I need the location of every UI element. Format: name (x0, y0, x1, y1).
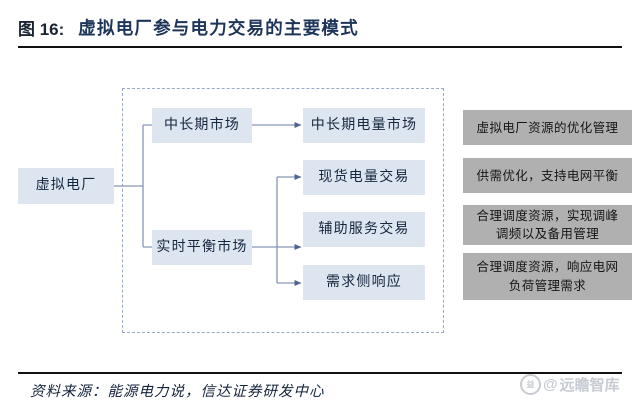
weibo-badge-icon: 益 (520, 374, 541, 395)
node-mid-long-market[interactable]: 中长期市场 (152, 108, 252, 143)
watermark-name: 远瞻智库 (559, 377, 620, 394)
node-label: 现货电量交易 (318, 169, 410, 185)
node-label: 实时平衡市场 (156, 239, 248, 255)
node-label-line-2: 负荷管理需求 (508, 278, 587, 293)
node-outcome-supply-demand-balance[interactable]: 供需优化，支持电网平衡 (463, 158, 632, 193)
node-label-line-2: 调频以及备用管理 (495, 227, 600, 241)
node-realtime-balance-market[interactable]: 实时平衡市场 (152, 230, 252, 265)
node-label: 需求侧响应 (326, 274, 402, 290)
footer-divider-rule (18, 372, 622, 374)
node-label-line-1: 合理调度资源，响应电网 (476, 260, 619, 275)
node-label: 供需优化，支持电网平衡 (476, 168, 619, 183)
node-label: 辅助服务交易 (318, 221, 410, 237)
flowchart-diagram: 虚拟电厂 中长期市场 实时平衡市场 中长期电量市场 现货电量交易 辅助服务交易 … (0, 52, 640, 370)
source-note: 资料来源：能源电力说，信达证券研发中心 (30, 384, 325, 400)
node-demand-side-response[interactable]: 需求侧响应 (303, 265, 425, 300)
watermark: 益 @ 远瞻智库 (520, 374, 620, 395)
node-label-line-1: 合理调度资源，实现调峰 (476, 208, 619, 223)
node-label: 虚拟电厂资源的优化管理 (476, 120, 619, 135)
figure-number-label: 图 16: (18, 19, 65, 39)
node-label: 中长期市场 (164, 117, 240, 133)
node-label: 虚拟电厂 (35, 178, 97, 194)
node-outcome-peak-frequency-reserve[interactable]: 合理调度资源，实现调峰 调频以及备用管理 (463, 205, 632, 245)
figure-title-row: 图 16: 虚拟电厂参与电力交易的主要模式 (18, 12, 622, 42)
node-virtual-power-plant[interactable]: 虚拟电厂 (18, 168, 114, 204)
node-spot-energy-trading[interactable]: 现货电量交易 (303, 160, 425, 195)
node-ancillary-service-trading[interactable]: 辅助服务交易 (303, 212, 425, 247)
title-divider-rule (18, 46, 622, 48)
market-group-dashed-region (122, 88, 444, 333)
node-outcome-load-management[interactable]: 合理调度资源，响应电网 负荷管理需求 (463, 253, 632, 300)
at-symbol-icon: @ (543, 376, 558, 393)
page-title: 虚拟电厂参与电力交易的主要模式 (78, 17, 359, 38)
node-label: 中长期电量市场 (310, 117, 418, 133)
node-outcome-resource-optimization[interactable]: 虚拟电厂资源的优化管理 (463, 110, 632, 145)
node-mid-long-energy-market[interactable]: 中长期电量市场 (303, 108, 425, 143)
